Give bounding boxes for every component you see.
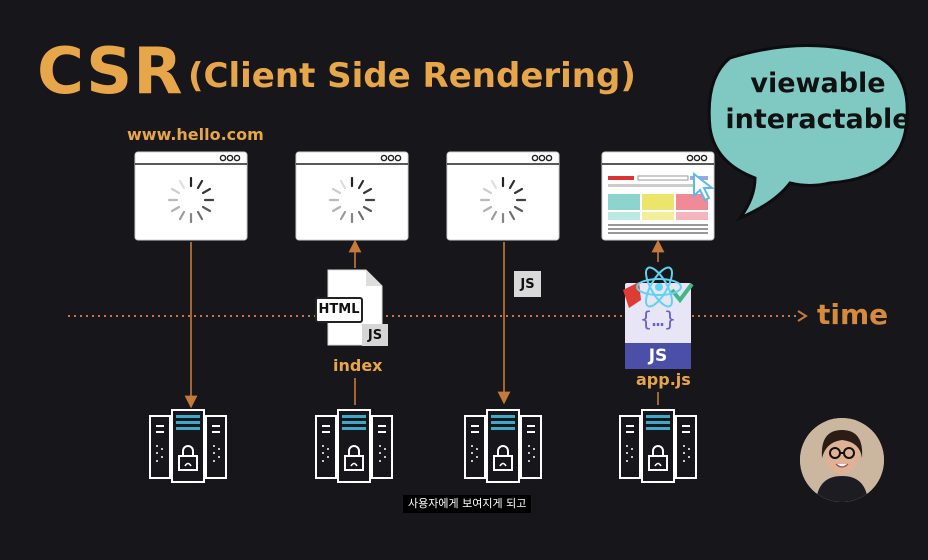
speech-bubble bbox=[707, 44, 909, 222]
server-icon bbox=[619, 409, 697, 483]
browser-window-icon bbox=[295, 151, 409, 241]
browser-window-icon bbox=[446, 151, 560, 241]
js-badge-icon bbox=[514, 271, 541, 297]
js-badge-label: JS bbox=[520, 277, 535, 292]
browser-window-rendered bbox=[601, 151, 715, 241]
subtitle-caption: 사용자에게 보여지게 되고 bbox=[403, 495, 532, 513]
index-label: index bbox=[333, 356, 383, 375]
avatar bbox=[800, 418, 884, 502]
url-label: www.hello.com bbox=[127, 125, 264, 144]
page-subtitle: (Client Side Rendering) bbox=[188, 56, 636, 96]
react-icon bbox=[636, 266, 682, 308]
server-icon bbox=[315, 409, 393, 483]
cursor-icon bbox=[693, 171, 715, 202]
html-file-icon bbox=[315, 269, 388, 346]
server-icon bbox=[464, 409, 542, 483]
bubble-text: viewable interactable bbox=[718, 66, 918, 138]
appjs-bundle-icon: {…} bbox=[623, 266, 694, 369]
framework-js-label: JS bbox=[648, 346, 668, 366]
browser-window-icon bbox=[134, 151, 248, 241]
html-js-badge-label: JS bbox=[367, 328, 383, 343]
svg-text:{…}: {…} bbox=[640, 307, 676, 331]
bubble-line-interactable: interactable bbox=[725, 104, 911, 135]
page-title: CSR bbox=[37, 35, 184, 109]
appjs-label: app.js bbox=[636, 370, 691, 389]
bubble-line-viewable: viewable bbox=[750, 68, 886, 99]
timeline-label: time bbox=[817, 298, 889, 331]
presenter-portrait bbox=[800, 418, 884, 502]
html-badge-label: HTML bbox=[318, 302, 360, 317]
server-icon bbox=[149, 409, 227, 483]
timeline-arrowhead bbox=[797, 310, 808, 322]
